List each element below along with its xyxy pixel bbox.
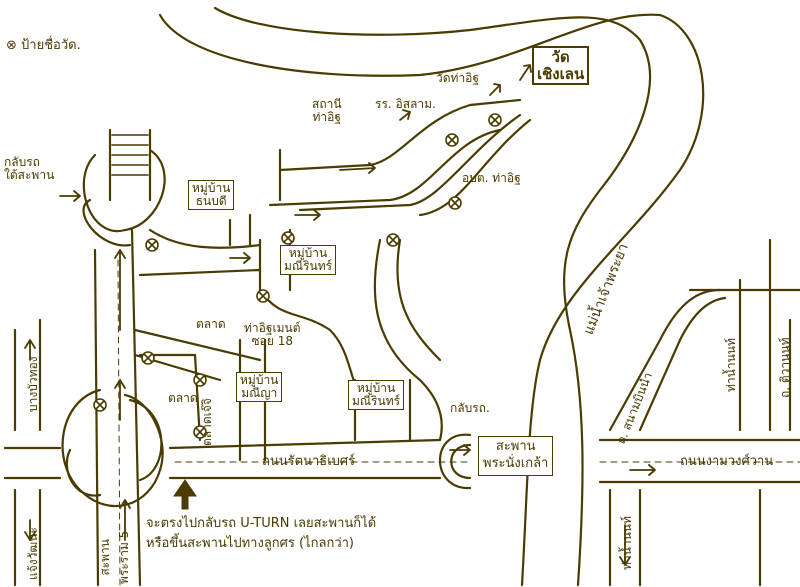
- chaengwattana-label: แจ้งวัฒนะ: [26, 527, 40, 580]
- chaengwattana-road: [13, 488, 42, 587]
- rama5-bridge-north: [111, 134, 149, 176]
- market-1-label: ตลาด: [196, 317, 226, 331]
- bridge-line1: สะพาน: [495, 439, 536, 454]
- village-manirin-2-line1: หมู่บ้าน: [356, 381, 396, 395]
- health-center-line2: ท่าอิฐ: [312, 109, 341, 124]
- rattanathibet-road-top: [168, 438, 442, 450]
- tiwanon-road-label: ถ. ติวานนท์: [778, 337, 792, 398]
- market-block: [138, 353, 202, 442]
- village-maniya-line1: หมู่บ้าน: [240, 373, 279, 387]
- uturn-under-bridge-line2: ใต้สะพาน: [4, 167, 55, 182]
- tiwanon-road: [738, 238, 792, 432]
- wat-tha-it-label: วัดท่าอิฐ: [436, 71, 480, 85]
- village-manirin-line1: หมู่บ้าน: [288, 246, 328, 260]
- rattanathibet-road-label: ถนนรัตนาธิเบศร์: [262, 454, 356, 469]
- bang-bua-thong-label: บางบัวทอง: [26, 356, 40, 412]
- river-bank-inner: [213, 6, 652, 587]
- directions-note: จะตรงไปกลับรถ U-TURN เลยสะพานก็ได้ หรือข…: [146, 514, 376, 553]
- village-thanabodi-box: หมู่บ้าน ธนบดี: [188, 180, 235, 211]
- left-road-west: [3, 446, 62, 480]
- rama5-line2: พระราม 5: [117, 530, 131, 584]
- central-road: [373, 238, 443, 442]
- directions-line2: หรือขึ้นสะพานไปทางลูกศร (ไกลกว่า): [146, 535, 355, 551]
- uturn-indicator-arrow: [173, 479, 197, 510]
- health-center-label: สถานี ท่าอิฐ: [312, 98, 342, 123]
- rama5-road-left: [93, 248, 100, 587]
- village-manirin-2-line2: มณีรินทร์: [352, 394, 401, 409]
- legend: ⊗ ป้ายชื่อวัด.: [6, 34, 81, 55]
- soi-18-line2: ซอย 18: [251, 333, 293, 348]
- side-road: [228, 213, 252, 247]
- ngamwongwan-road-label: ถนนงามวงศ์วาน: [680, 454, 774, 469]
- wat-cheng-len-line2: เชิงเลน: [537, 64, 585, 83]
- road-to-temple: [268, 98, 522, 207]
- wat-cheng-len-line1: วัด: [551, 48, 570, 66]
- road-east-lower: [138, 268, 262, 277]
- health-center-line1: สถานี: [312, 97, 342, 111]
- village-manirin-2-box: หมู่บ้าน มณีรินทร์: [348, 380, 405, 411]
- directions-line1: จะตรงไปกลับรถ U-TURN เลยสะพานก็ได้: [146, 516, 377, 531]
- north-loop: [82, 128, 166, 247]
- rama5-road-right: [130, 228, 142, 587]
- uturn-under-bridge-label: กลับรถ ใต้สะพาน: [4, 156, 54, 181]
- phra-nang-klao-bridge-box: สะพาน พระนั่งเกล้า: [478, 436, 554, 476]
- village-maniya-line2: มณีญา: [241, 386, 278, 401]
- uturn-under-bridge-line1: กลับรถ: [4, 155, 40, 169]
- market-2-label: ตลาด: [168, 391, 198, 405]
- village-maniya-box: หมู่บ้าน มณีญา: [236, 372, 283, 403]
- islamic-school-label: รร. อิสลาม.: [375, 97, 436, 111]
- legend-text: ป้ายชื่อวัด.: [21, 38, 81, 53]
- river-bank-outer: [158, 13, 705, 587]
- bang-bua-thong-road: [13, 318, 42, 432]
- rama5-line1: สะพาน: [98, 539, 112, 576]
- market-jiji-label: ตลาดเจ๊จิ: [200, 398, 214, 446]
- village-manirin-box: หมู่บ้าน มณีรินทร์: [280, 245, 337, 276]
- direction-arrows: [24, 64, 656, 566]
- road-east-upper: [148, 228, 262, 249]
- soi-18-line1: ท่าอิฐเมนต์: [244, 321, 301, 335]
- tha-nam-nont-label: ท่าน้ำนนท์: [620, 516, 634, 570]
- temple-signs: [93, 113, 502, 439]
- wat-cheng-len-box: วัด เชิงเลน: [532, 46, 590, 85]
- tha-nam-nont-road-label: ท่าน้ำนนท์: [724, 338, 738, 392]
- bridge-line2: พระนั่งเกล้า: [483, 455, 549, 471]
- village-thanabodi-line1: หมู่บ้าน: [192, 181, 231, 195]
- temple-sign-icon: ⊗: [6, 38, 17, 53]
- uturn-bridge-label: กลับรถ.: [450, 401, 490, 415]
- village-manirin-line2: มณีรินทร์: [284, 259, 333, 274]
- soi-18-label: ท่าอิฐเมนต์ ซอย 18: [244, 322, 300, 347]
- village-thanabodi-line2: ธนบดี: [195, 194, 227, 209]
- road-to-temple-2: [298, 113, 532, 217]
- interchange-loops: [61, 388, 164, 508]
- east-roads-lower: [608, 488, 762, 587]
- sao-tha-it-label: อบต. ท่าอิฐ: [462, 171, 521, 185]
- bridge-loops: [438, 433, 472, 490]
- rama5-bridge-label: สะพาน พระราม 5: [96, 531, 134, 584]
